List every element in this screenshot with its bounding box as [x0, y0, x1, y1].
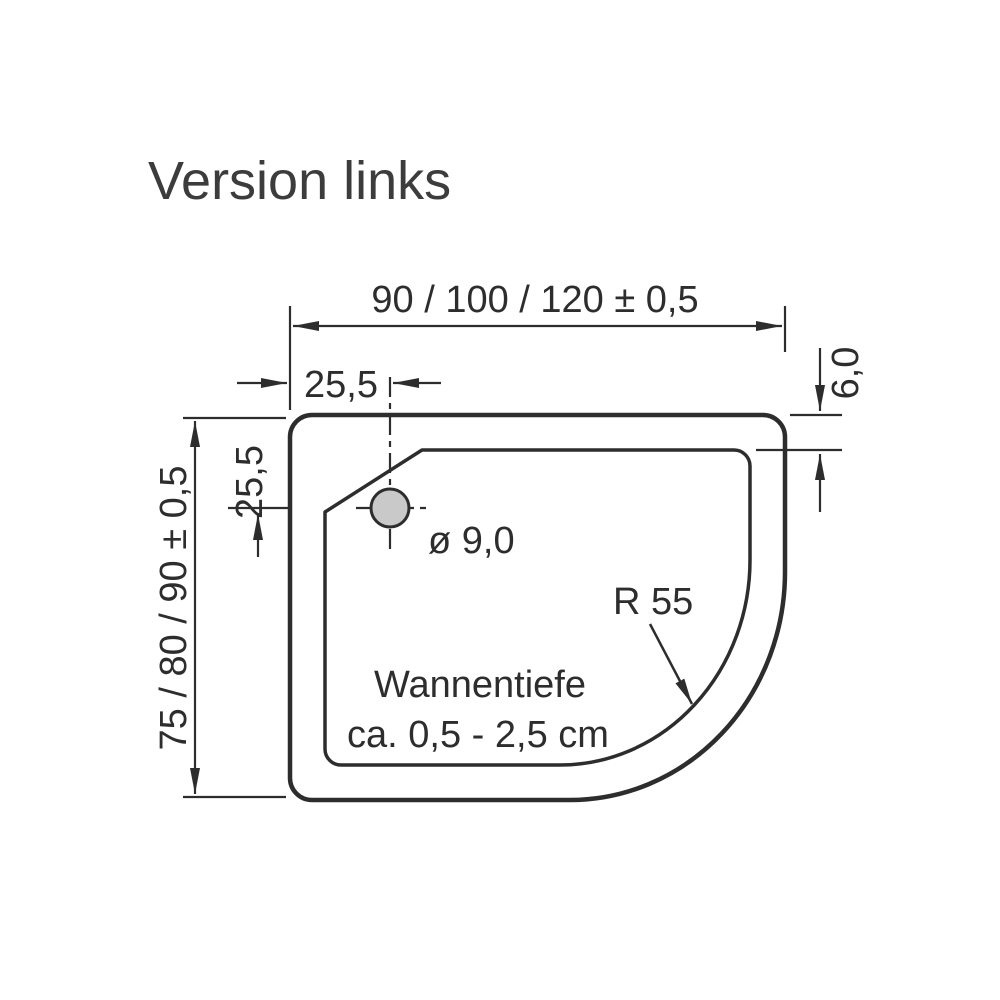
- width-dimension-label: 90 / 100 / 120 ± 0,5: [371, 279, 698, 321]
- tray-depth-label-line1: Wannentiefe: [374, 664, 586, 706]
- drain-hole: [369, 487, 411, 529]
- drain-offset-y-label: 25,5: [229, 445, 271, 519]
- tray-outer-outline: [287, 412, 788, 803]
- corner-radius-label: R 55: [613, 581, 693, 623]
- drain-offset-x-label: 25,5: [304, 364, 378, 406]
- corner-radius-leader-line: [648, 623, 694, 705]
- tray-depth-label-line2: ca. 0,5 - 2,5 cm: [347, 714, 609, 756]
- rim-thickness-label: 6,0: [825, 347, 867, 400]
- drain-diameter-label: ø 9,0: [428, 520, 515, 562]
- tray-inner-outline: [323, 448, 752, 767]
- drawing-title: Version links: [148, 151, 451, 211]
- height-dimension-label: 75 / 80 / 90 ± 0,5: [153, 466, 195, 751]
